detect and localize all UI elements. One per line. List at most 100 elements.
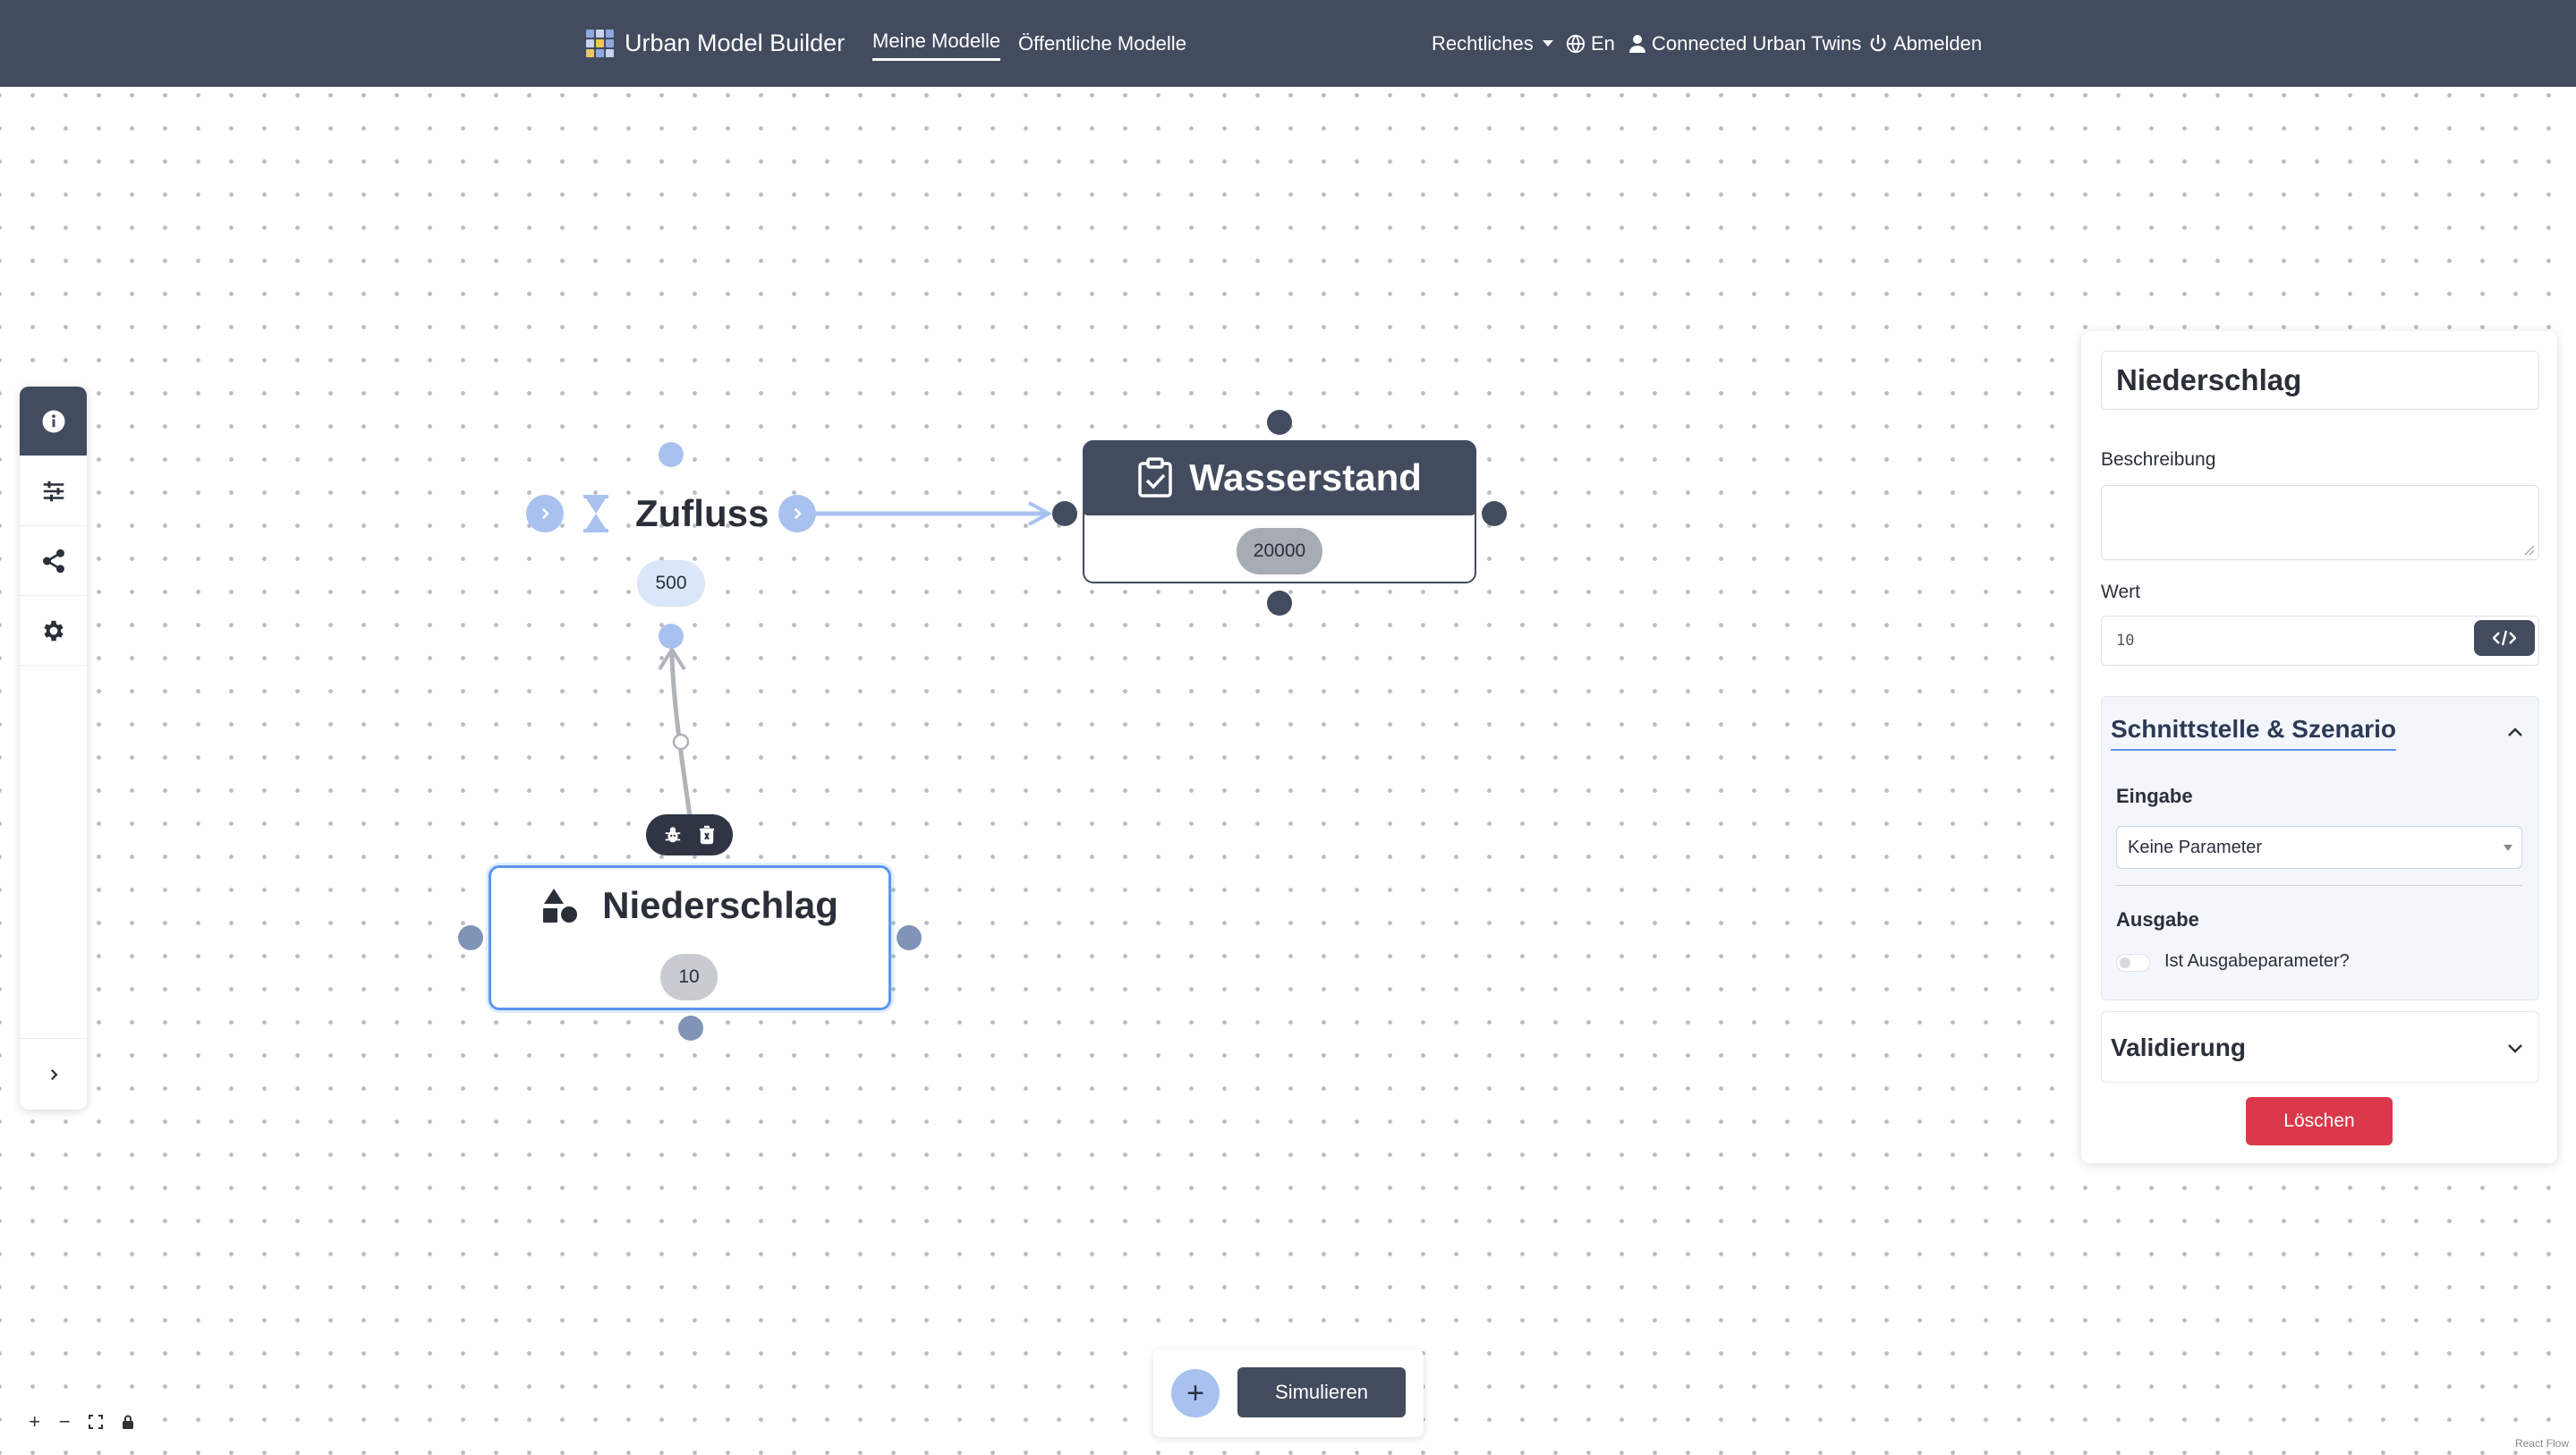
- fit-view-button[interactable]: [89, 1415, 104, 1429]
- output-label: Ausgabe: [2116, 908, 2199, 931]
- flow-edge-arrow: [1028, 501, 1053, 526]
- input-label: Eingabe: [2116, 785, 2193, 807]
- info-icon: [42, 410, 64, 432]
- value-label: Wert: [2101, 582, 2140, 602]
- chevron-right-icon: [541, 507, 549, 520]
- simulate-button[interactable]: Simulieren: [1237, 1367, 1406, 1417]
- variable-handle-left[interactable]: [458, 925, 483, 950]
- value-editor-text: 10: [2116, 632, 2135, 650]
- bottom-action-bar: + Simulieren: [1153, 1349, 1424, 1437]
- flow-node-value: 500: [637, 560, 705, 607]
- flow-handle-bottom[interactable]: [659, 624, 684, 649]
- nav-user[interactable]: Connected Urban Twins: [1628, 0, 1861, 87]
- nav-user-label: Connected Urban Twins: [1652, 31, 1862, 55]
- globe-icon: [1566, 34, 1586, 53]
- info-button[interactable]: [20, 387, 87, 456]
- description-textarea[interactable]: [2101, 485, 2539, 560]
- node-name-input[interactable]: Niederschlag: [2101, 351, 2539, 410]
- variable-node-value: 10: [660, 954, 718, 1000]
- resize-handle-icon: [2524, 545, 2535, 556]
- fit-view-icon: [89, 1415, 104, 1429]
- brand-logo-icon: [586, 30, 614, 57]
- sliders-icon: [43, 481, 64, 501]
- settings-button[interactable]: [20, 596, 87, 666]
- interface-scenario-accordion: Schnittstelle & Szenario Eingabe Keine P…: [2101, 696, 2539, 1000]
- variable-node-title: Niederschlag: [602, 884, 838, 926]
- top-navbar: Urban Model Builder Meine Modelle Öffent…: [0, 0, 2576, 87]
- code-icon: [2493, 630, 2516, 646]
- chevron-down-icon: [2508, 1044, 2522, 1053]
- stock-node-wasserstand[interactable]: Wasserstand 20000: [1083, 440, 1476, 583]
- power-icon: [1870, 34, 1886, 51]
- link-edge: [669, 652, 693, 817]
- flow-inlet-handle[interactable]: [526, 495, 564, 532]
- stock-handle-top[interactable]: [1267, 410, 1292, 435]
- node-toolbar-delete[interactable]: [698, 825, 716, 845]
- left-toolbar: [20, 387, 87, 1110]
- stock-handle-bottom[interactable]: [1267, 591, 1292, 616]
- hourglass-icon: [583, 495, 608, 532]
- variable-node-niederschlag[interactable]: Niederschlag 10: [489, 865, 891, 1010]
- chevron-up-icon: [2508, 728, 2522, 736]
- parameters-button[interactable]: [20, 456, 87, 526]
- output-parameter-label: Ist Ausgabeparameter?: [2164, 951, 2350, 971]
- variable-handle-bottom[interactable]: [678, 1016, 703, 1041]
- stock-node-title: Wasserstand: [1189, 456, 1422, 498]
- variable-node-title-row: Niederschlag: [491, 884, 888, 927]
- divider: [2116, 885, 2522, 886]
- shapes-icon: [543, 889, 578, 923]
- lock-button[interactable]: [122, 1415, 134, 1429]
- input-parameter-selected: Keine Parameter: [2128, 837, 2263, 857]
- link-edge-arrow: [658, 646, 686, 671]
- react-flow-attribution[interactable]: React Flow: [2512, 1437, 2571, 1450]
- properties-panel: Niederschlag Beschreibung Wert 10 Schnit…: [2081, 331, 2557, 1163]
- zoom-out-button[interactable]: −: [58, 1410, 71, 1433]
- input-parameter-select[interactable]: Keine Parameter: [2116, 826, 2522, 869]
- brand[interactable]: Urban Model Builder: [586, 0, 845, 87]
- share-button[interactable]: [20, 526, 87, 596]
- flow-node-zufluss[interactable]: Zufluss: [580, 490, 769, 537]
- nav-language[interactable]: En: [1566, 0, 1615, 87]
- validation-title: Validierung: [2111, 1034, 2246, 1061]
- stock-handle-right[interactable]: [1482, 501, 1507, 526]
- share-icon: [42, 549, 64, 573]
- stock-handle-left[interactable]: [1052, 501, 1077, 526]
- nav-logout-label: Abmelden: [1893, 31, 1983, 55]
- user-icon: [1629, 34, 1645, 53]
- brand-title: Urban Model Builder: [625, 30, 846, 56]
- nav-my-models[interactable]: Meine Modelle: [872, 30, 1001, 61]
- variable-handle-right[interactable]: [897, 925, 922, 950]
- caret-down-icon: [2504, 845, 2512, 851]
- node-toolbar-debug[interactable]: [663, 825, 683, 845]
- stock-node-header: Wasserstand: [1083, 440, 1476, 515]
- delete-button[interactable]: Löschen: [2246, 1097, 2393, 1145]
- link-edge-midpoint: [672, 733, 690, 751]
- nav-logout[interactable]: Abmelden: [1868, 0, 1982, 87]
- nav-legal-dropdown[interactable]: Rechtliches: [1432, 0, 1553, 87]
- validation-accordion: Validierung: [2101, 1011, 2539, 1083]
- nav-public-models[interactable]: Öffentliche Modelle: [1018, 31, 1186, 55]
- stock-node-value: 20000: [1237, 528, 1322, 574]
- node-toolbar: [646, 814, 733, 855]
- expand-toolbar-button[interactable]: [20, 1038, 87, 1110]
- validation-header[interactable]: Validierung: [2102, 1012, 2538, 1084]
- value-editor[interactable]: 10: [2101, 616, 2539, 666]
- code-editor-button[interactable]: [2474, 620, 2535, 656]
- interface-scenario-header[interactable]: Schnittstelle & Szenario: [2102, 697, 2538, 769]
- zoom-in-button[interactable]: +: [29, 1410, 41, 1433]
- chevron-right-icon: [50, 1068, 58, 1080]
- add-node-button[interactable]: +: [1171, 1369, 1220, 1417]
- chevron-right-icon: [794, 507, 802, 520]
- nav-language-label: En: [1591, 31, 1615, 55]
- caret-down-icon: [1542, 40, 1553, 47]
- trash-icon: [700, 825, 715, 845]
- bug-icon: [665, 827, 680, 843]
- description-label: Beschreibung: [2101, 449, 2216, 470]
- output-parameter-toggle[interactable]: [2116, 954, 2150, 972]
- flow-handle-top[interactable]: [659, 442, 684, 467]
- clipboard-check-icon: [1138, 457, 1172, 498]
- gear-icon: [43, 620, 64, 641]
- flow-outlet-handle[interactable]: [778, 495, 816, 532]
- interface-scenario-title: Schnittstelle & Szenario: [2111, 715, 2396, 751]
- lock-icon: [122, 1415, 133, 1429]
